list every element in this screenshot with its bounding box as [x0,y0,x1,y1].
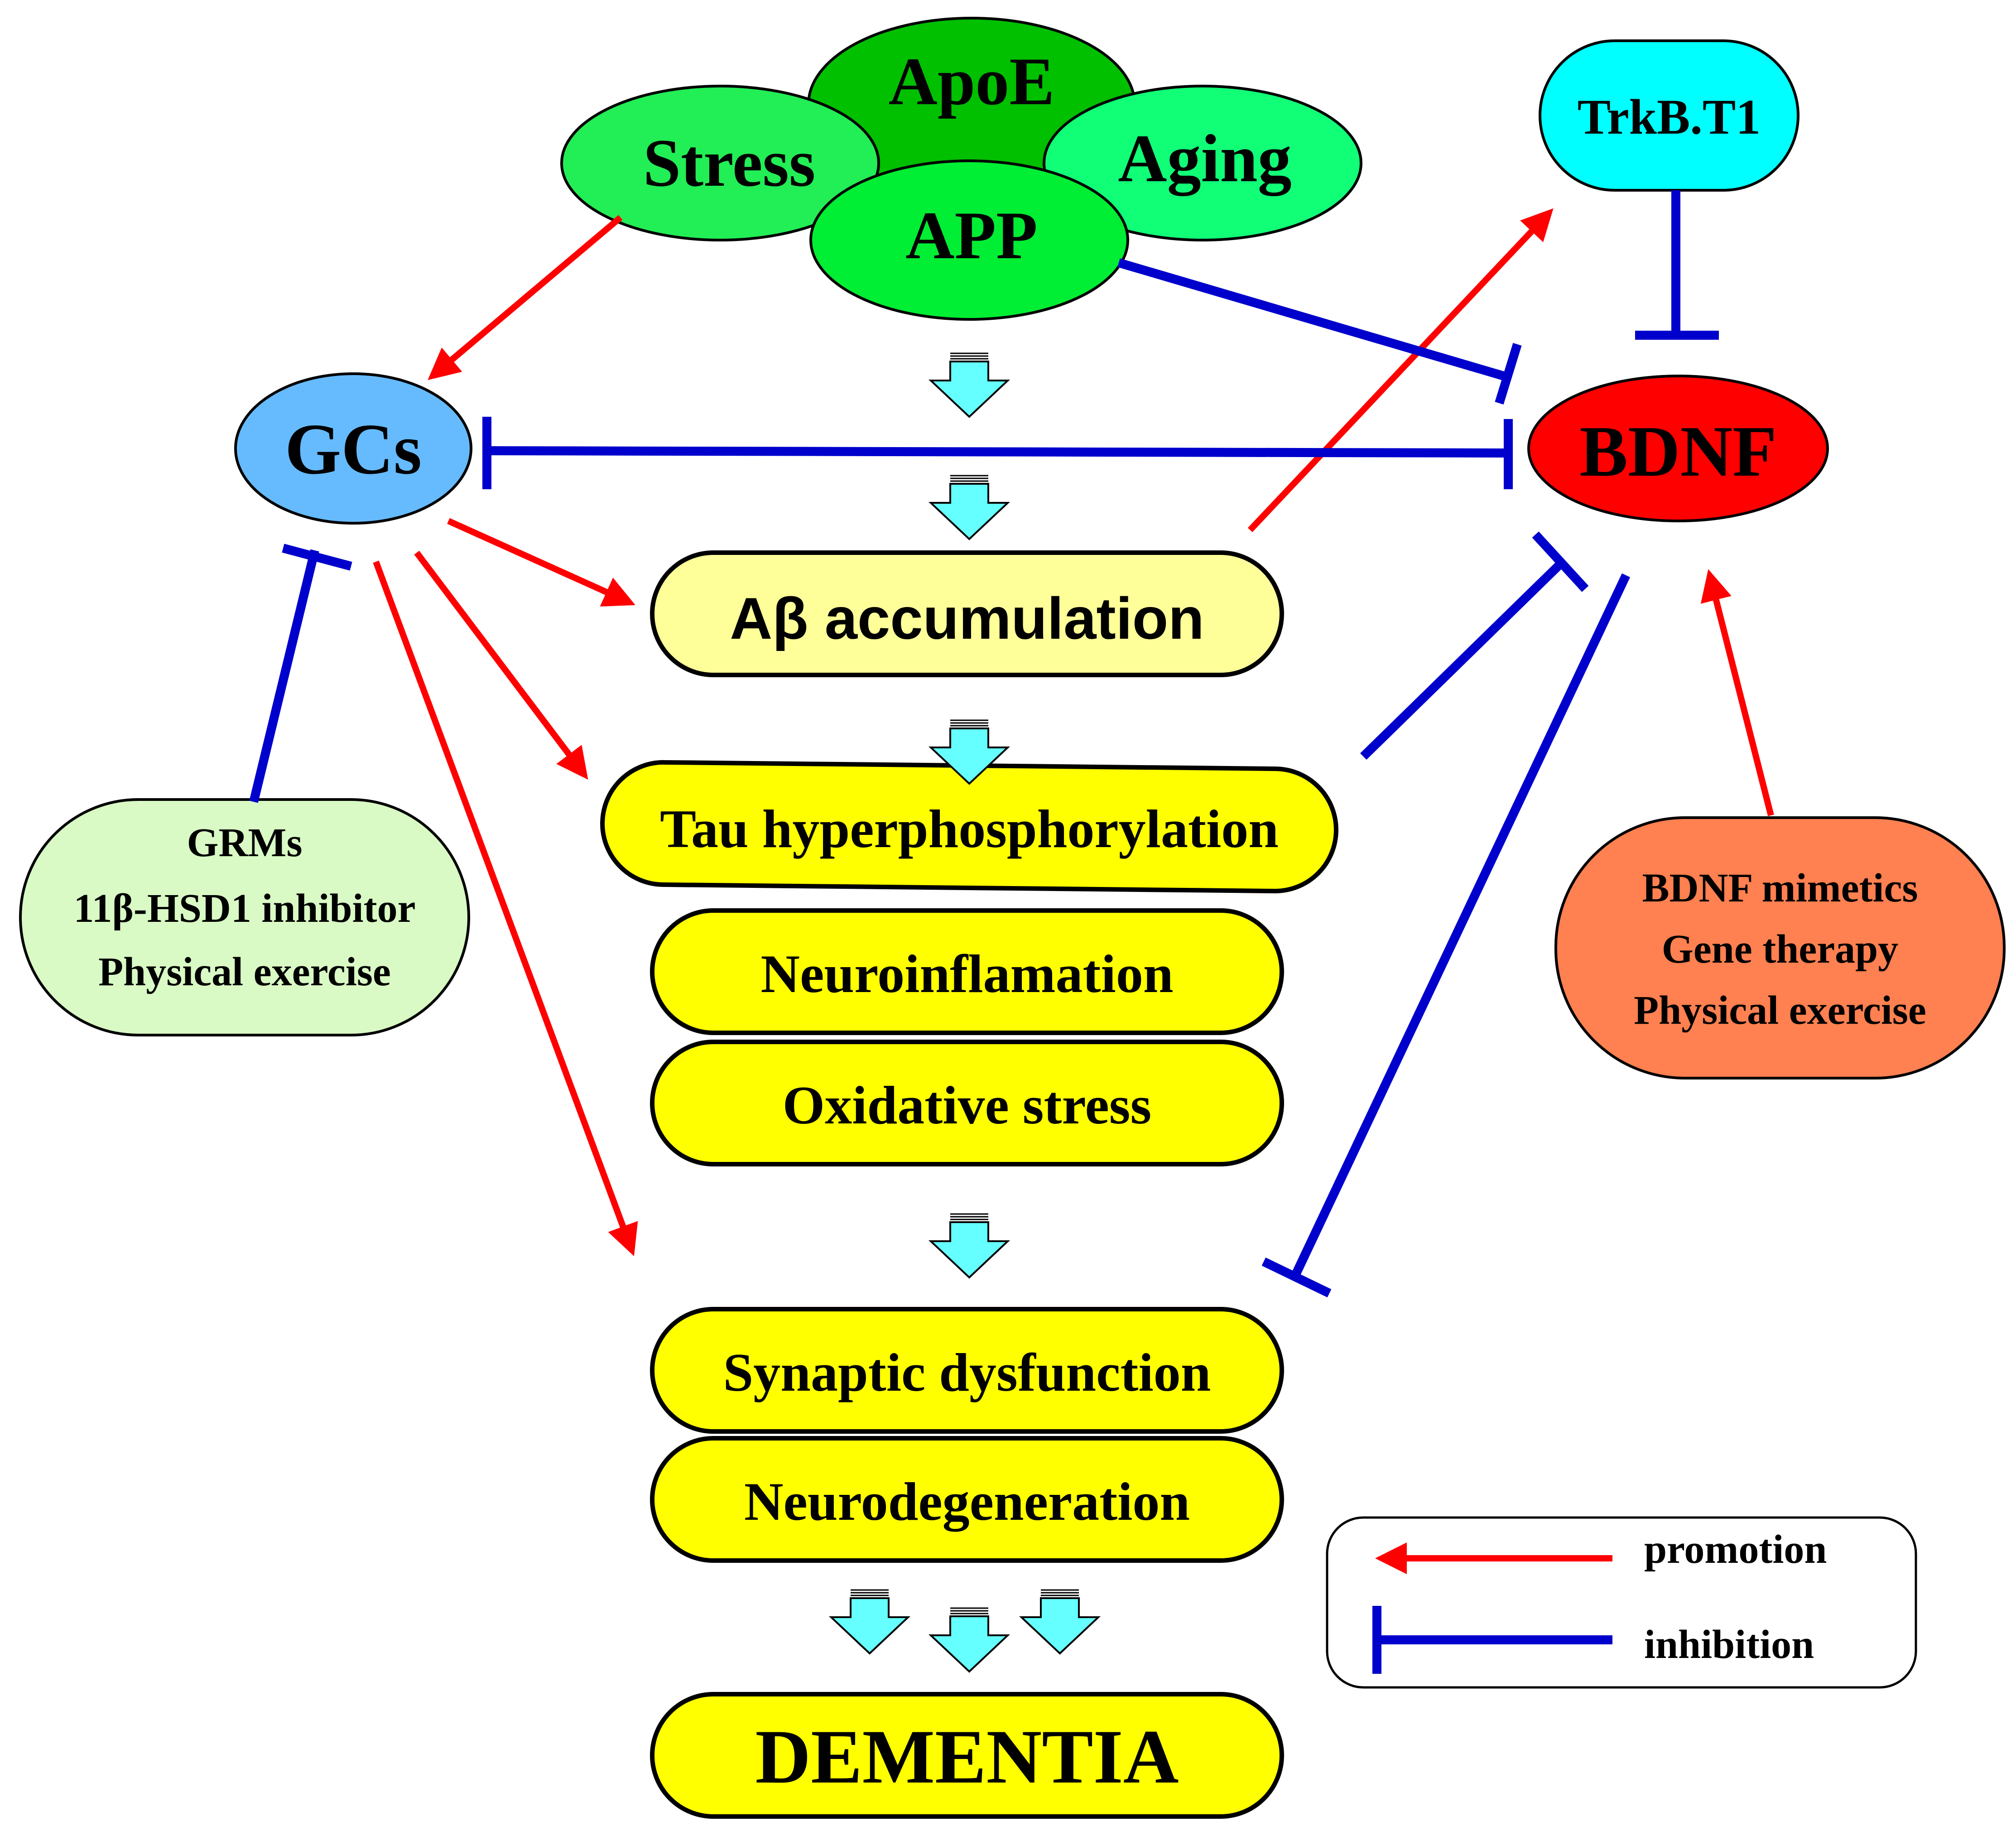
promotion-arrows [373,208,1774,1257]
bdnf-node-group: BDNF [1527,375,1829,522]
bdnf-intervention-line-2: Gene therapy [1662,927,1898,972]
gcs-to-synaptic-arrow [373,560,638,1257]
bdnf-intervention-oval [1554,816,2006,1079]
abeta-to-trkb-arrow [1247,208,1554,532]
gcs-node [234,372,472,525]
gc-intervention-line-1: GRMs [187,820,303,865]
flow-arrow-5-center [928,1607,1010,1673]
gc-intervention-inhibits-gcs-line [249,549,319,803]
app-inhibits-bdnf-line [1117,258,1505,381]
neurodegeneration-box [650,1436,1284,1563]
apoe-label: ApoE [889,44,1055,119]
neurodegeneration-label: Neurodegeneration [744,1471,1190,1532]
trkb-node-group: TrkB.T1 [1539,39,1799,192]
gcs-to-abeta-arrow [447,518,635,607]
gc-intervention-group: GRMs 11β-HSD1 inhibitor Physical exercis… [19,798,470,1036]
neuroinflammation-label: Neuroinflamation [760,944,1173,1004]
app-inhibits-bdnf-bar [1495,343,1522,405]
flow-arrow-1 [928,352,1010,418]
bdnf-intervention-group: BDNF mimetics Gene therapy Physical exer… [1554,816,2006,1079]
bdnf-node [1527,375,1829,522]
tau-inhibits-bdnf-bar [1532,531,1589,592]
trkb-label: TrkB.T1 [1578,89,1761,145]
bdnf-intervention-to-bdnf-arrow [1700,569,1774,816]
oxidative-box [650,1040,1284,1166]
bdnf-inhibits-synaptic-bar [1261,1257,1332,1298]
app-label: APP [905,198,1038,273]
gc-intervention-line-2: 11β-HSD1 inhibitor [73,886,415,931]
bdnf-intervention-line-1: BDNF mimetics [1642,866,1918,911]
trkb-node [1539,39,1799,192]
flow-arrow-4 [928,1213,1010,1279]
gc-intervention-inhibits-gcs-bar [282,544,352,571]
oxidative-label: Oxidative stress [783,1075,1151,1135]
stress-node [560,85,880,241]
app-node [809,159,1129,321]
legend-box [1326,1516,1917,1689]
synaptic-box [650,1307,1284,1434]
bdnf-label: BDNF [1579,411,1777,491]
gcs-bdnf-mutual-inhibition-line [486,446,1509,458]
gc-intervention-line-3: Physical exercise [98,949,391,994]
stress-to-gcs-arrow [428,215,623,381]
gcs-node-group: GCs [234,372,472,525]
flow-arrow-5-right [1019,1589,1101,1655]
flow-arrow-3 [928,719,1010,785]
tau-label: Tau hyperphosphorylation [660,799,1279,859]
neuroinflammation-box [650,908,1284,1035]
legend-promotion-label: promotion [1644,1527,1827,1572]
bdnf-inhibits-synaptic-line [1291,573,1631,1277]
aging-node [1043,85,1362,241]
flow-arrows [828,352,1101,1673]
flow-arrow-5-left [828,1589,911,1655]
tau-inhibits-bdnf-line [1360,558,1566,760]
gcs-label: GCs [285,409,422,489]
gcs-to-tau-arrow [414,550,588,780]
inhibition-lines [249,190,1719,1298]
legend-inhibition-label: inhibition [1644,1622,1814,1667]
dementia-label: DEMENTIA [755,1714,1179,1799]
gc-intervention-oval [19,798,470,1036]
legend: promotion inhibition [1326,1516,1917,1689]
cascade-boxes: Aβ accumulation Tau hyperphosphorylation… [600,550,1338,1819]
aging-label: Aging [1118,121,1291,196]
dementia-box [650,1692,1284,1819]
synaptic-label: Synaptic dysfunction [723,1342,1211,1402]
abeta-box [650,550,1284,677]
flow-arrow-2 [928,475,1010,540]
abeta-label: Aβ accumulation [730,585,1204,651]
stress-label: Stress [643,125,816,201]
risk-factor-cluster: ApoE Stress Aging APP [560,17,1362,321]
bdnf-intervention-line-3: Physical exercise [1634,988,1926,1033]
